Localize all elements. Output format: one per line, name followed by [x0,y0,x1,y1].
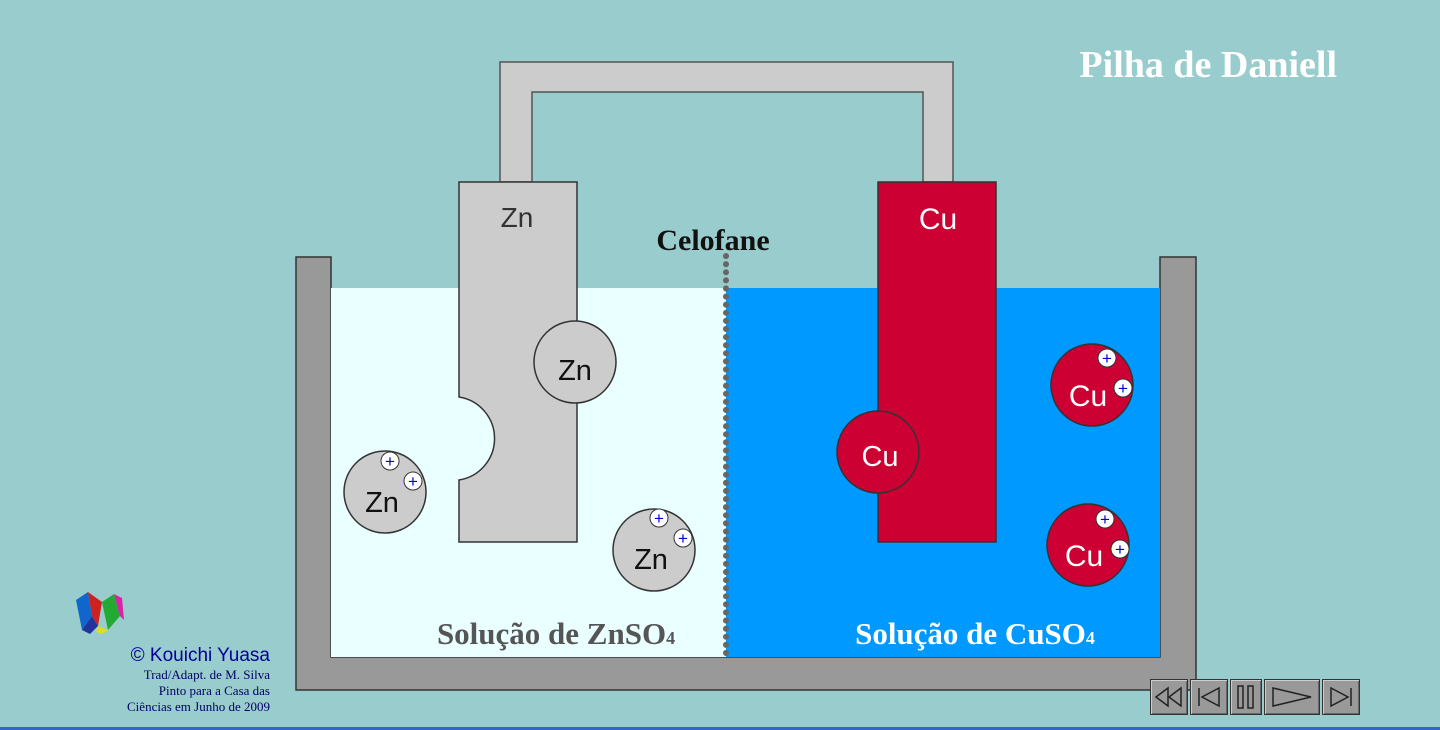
svg-text:+: + [678,529,688,548]
plus-charge-icon [649,508,669,528]
plus-charge-icon [403,471,423,491]
step-back-button[interactable] [1190,679,1228,715]
play-icon [1272,687,1312,707]
svg-text:Cu: Cu [1069,380,1107,413]
plus-charge-icon [1113,378,1133,398]
svg-text:+: + [1118,379,1128,398]
external-wire [499,61,954,183]
cu-ion: Cu + + [1046,503,1130,587]
step-forward-icon [1330,686,1352,708]
play-button[interactable] [1264,679,1320,715]
cu-atom: Cu [836,410,920,494]
cuso4-label: Solução de CuSO4 [855,616,1095,651]
plus-charge-icon [1097,348,1117,368]
step-forward-button[interactable] [1322,679,1360,715]
svg-text:+: + [385,452,395,471]
rewind-button[interactable] [1150,679,1188,715]
svg-text:+: + [654,509,664,528]
pause-icon [1237,685,1254,709]
step-back-icon [1198,686,1220,708]
svg-text:+: + [1100,510,1110,529]
playback-controls [1150,679,1360,715]
plus-charge-icon [1110,539,1130,559]
plus-charge-icon [380,451,400,471]
credit-line-2: Pinto para a Casa das [158,683,270,698]
credit-line-3: Ciências em Junho de 2009 [127,699,270,714]
svg-text:Cu: Cu [861,441,898,473]
svg-text:Zn: Zn [365,487,399,519]
znso4-label: Solução de ZnSO4 [437,616,675,651]
credit-author: © Kouichi Yuasa [130,645,270,666]
zn-ion: Zn + + [612,508,696,592]
zinc-electrode-label: Zn [501,202,534,233]
pause-button[interactable] [1230,679,1262,715]
zn-atom: Zn [533,320,617,404]
copper-electrode-label: Cu [919,203,957,236]
plus-charge-icon [673,528,693,548]
svg-text:Zn: Zn [558,355,592,387]
zinc-electrode [458,181,578,543]
svg-text:+: + [408,472,418,491]
zn-ion: Zn + + [343,450,427,534]
credit-line-1: Trad/Adapt. de M. Silva [143,667,270,682]
bottom-border [0,727,1440,730]
svg-text:Cu: Cu [1065,540,1103,573]
credits: © Kouichi Yuasa Trad/Adapt. de M. Silva … [60,645,270,715]
svg-text:Zn: Zn [634,544,668,576]
diagram-title: Pilha de Daniell [1079,44,1337,86]
publisher-logo [76,592,124,634]
plus-charge-icon [1095,509,1115,529]
rewind-icon [1154,686,1182,708]
svg-text:+: + [1102,349,1112,368]
cu-ion: Cu + + [1050,343,1134,427]
svg-text:+: + [1115,540,1125,559]
cellophane-label: Celofane [656,224,769,257]
